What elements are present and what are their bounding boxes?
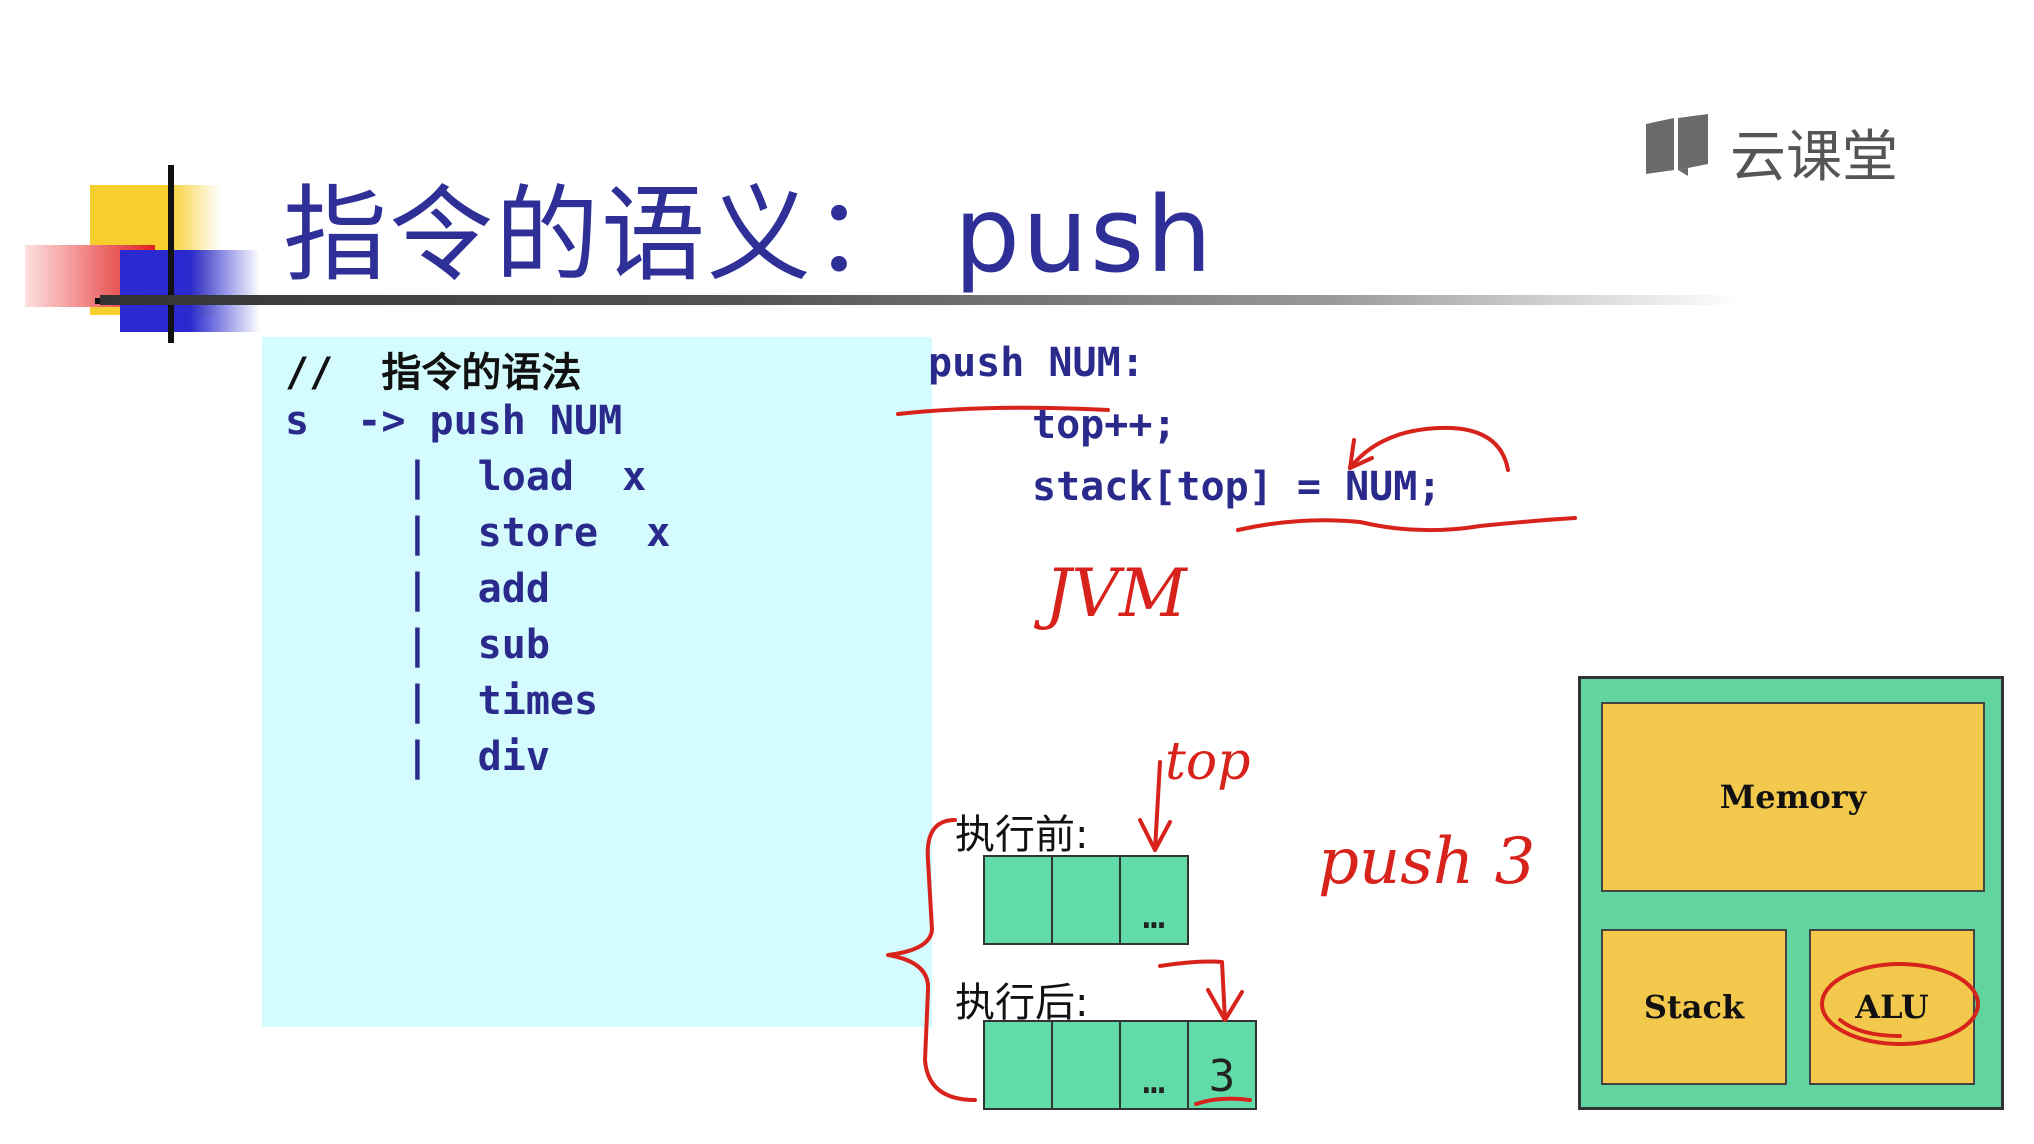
grammar-box [262, 337, 932, 1027]
alu-circle [1820, 962, 1980, 1046]
blue-block [120, 250, 260, 332]
grammar-line-3: | store x [285, 510, 671, 556]
stack-before-cell: … [1119, 855, 1189, 945]
book-icon [1646, 114, 1708, 176]
slide-title: 指令的语义： push [283, 174, 1215, 296]
top-note: top [1165, 732, 1251, 792]
arrow-stroke [1153, 760, 1162, 852]
jvm-note: JVM [1045, 555, 1187, 632]
code-line-2: stack[top] = NUM; [1032, 464, 1442, 510]
underline-stroke [896, 405, 1110, 416]
architecture-diagram: Memory Stack ALU [1578, 676, 2004, 1110]
arrow-head [1138, 818, 1172, 852]
stack-box: Stack [1601, 929, 1787, 1085]
vertical-line [168, 165, 174, 343]
stack-after-cell-top: 3 [1187, 1020, 1257, 1110]
underline-stroke [1236, 516, 1577, 533]
underline-stroke [1194, 1096, 1252, 1106]
after-label: 执行后: [955, 980, 1089, 1026]
corner-decoration [0, 0, 280, 350]
push-note: push 3 [1318, 825, 1536, 899]
grammar-comment: // 指令的语法 [285, 350, 582, 396]
arrow-head [1206, 988, 1244, 1022]
logo-text: 云课堂 [1730, 125, 1898, 190]
grammar-line-7: | div [285, 734, 550, 780]
arrow-stroke [1158, 959, 1227, 1022]
arrow-head [1348, 438, 1374, 470]
grammar-line-4: | add [285, 566, 550, 612]
grammar-line-5: | sub [285, 622, 550, 668]
grammar-line-2: | load x [285, 454, 647, 500]
title-rule [100, 295, 1740, 305]
stack-after-cell [983, 1020, 1053, 1110]
memory-box: Memory [1601, 702, 1985, 892]
before-label: 执行前: [955, 812, 1089, 858]
grammar-line-1: s -> push NUM [285, 398, 623, 444]
brace-stroke [886, 818, 977, 1102]
grammar-line-6: | times [285, 678, 599, 724]
alu-circle-tail [1838, 1018, 1902, 1038]
alu-box: ALU [1809, 929, 1975, 1085]
stack-after-cell [1051, 1020, 1121, 1110]
arrow-stroke [1348, 425, 1510, 472]
code-header: push NUM: [928, 340, 1145, 386]
